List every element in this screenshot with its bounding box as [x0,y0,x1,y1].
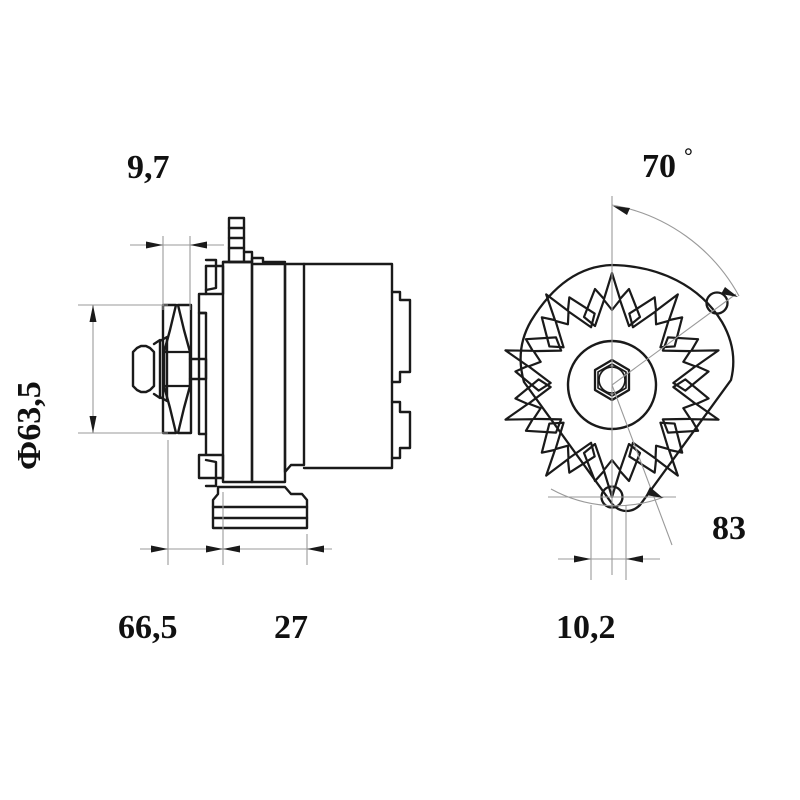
mounting-foot [211,485,309,530]
dimension-label-diameter-63-5: Ф63,5 [11,381,48,470]
arrow-665-right [223,545,240,553]
arrow-83-end [646,487,663,498]
arrow-635-top [89,305,97,322]
dimension-label-66-5: 66,5 [118,609,178,646]
dimension-label-10-2: 10,2 [556,609,616,646]
dimension-label-27: 27 [274,609,308,646]
arrow-635-bottom [89,416,97,433]
arrow-70deg-start [613,206,630,215]
side-view-arrowheads [89,241,324,553]
arrow-665-left [151,545,168,553]
arc-83 [550,488,665,507]
centerline-upper-bore [611,293,737,386]
slip-ring-bracket [283,262,412,474]
arrow-27-left [206,545,223,553]
dimension-label-9-7: 9,7 [127,149,170,186]
end-view-dimensions [548,196,740,580]
arrow-70deg-end [721,287,738,297]
arrow-27-right [307,545,324,553]
end-view-arrowheads [574,206,738,563]
arrow-97-right [190,241,207,249]
side-view [131,216,412,530]
dimension-label-83: 83 [712,510,746,547]
terminal-post [227,216,254,264]
arc-70deg [611,204,740,297]
degree-symbol-icon: ° [684,143,693,168]
dimension-label-70-deg-group: 70 ° [642,143,693,185]
dimension-label-70: 70 [642,148,676,185]
centerline-lower-leader [611,384,673,546]
mount-bore-upper [705,291,729,315]
arrow-102-left [574,555,591,563]
arrow-102-right [626,555,643,563]
arrow-97-left [146,241,163,249]
